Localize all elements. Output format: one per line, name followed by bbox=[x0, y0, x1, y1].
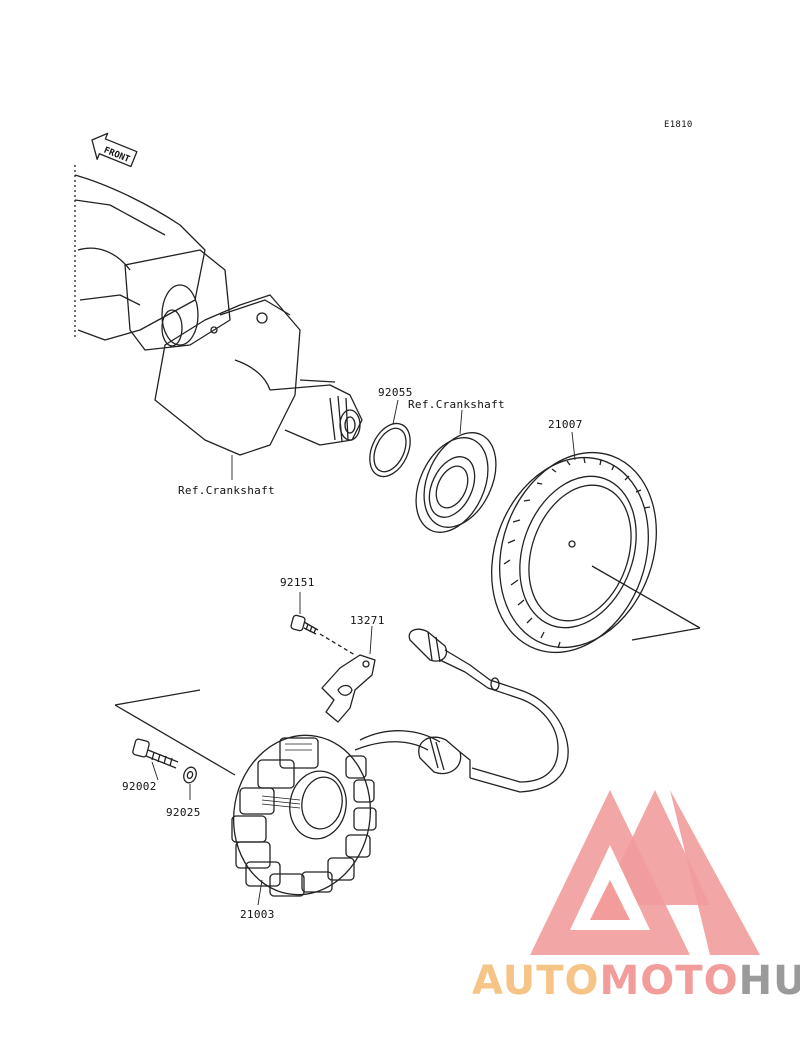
label-13271: 13271 bbox=[350, 614, 385, 627]
bolt-92151 bbox=[290, 614, 356, 656]
watermark-text: AUTOMOTOHUB bbox=[472, 958, 800, 1004]
watermark-auto: AUTO bbox=[472, 958, 600, 1004]
wire-harness bbox=[354, 628, 569, 793]
label-21003: 21003 bbox=[240, 908, 275, 921]
bracket-13271 bbox=[321, 654, 376, 723]
label-92055: 92055 bbox=[378, 386, 413, 399]
rotor-21007 bbox=[491, 451, 701, 654]
label-92025: 92025 bbox=[166, 806, 201, 819]
label-ref-crankshaft-bottom: Ref.Crankshaft bbox=[178, 484, 275, 497]
snap-ring-92055 bbox=[369, 422, 411, 478]
front-arrow-icon: FRONT bbox=[91, 132, 138, 168]
watermark-moto: MOTO bbox=[599, 958, 739, 1004]
label-92151: 92151 bbox=[280, 576, 315, 589]
starter-clutch-gear bbox=[415, 432, 497, 533]
washer-92025 bbox=[183, 766, 197, 784]
crankshaft-drawing bbox=[74, 165, 363, 456]
diagram-code: E1810 bbox=[664, 120, 693, 130]
bolt-92002 bbox=[132, 738, 179, 769]
label-21007: 21007 bbox=[548, 418, 583, 431]
watermark-hub: HUB bbox=[738, 958, 800, 1004]
leader-lines bbox=[151, 399, 576, 906]
automotohub-logo bbox=[530, 790, 760, 955]
label-92002: 92002 bbox=[122, 780, 157, 793]
stator-21003 bbox=[114, 689, 377, 897]
label-ref-crankshaft-top: Ref.Crankshaft bbox=[408, 398, 505, 411]
